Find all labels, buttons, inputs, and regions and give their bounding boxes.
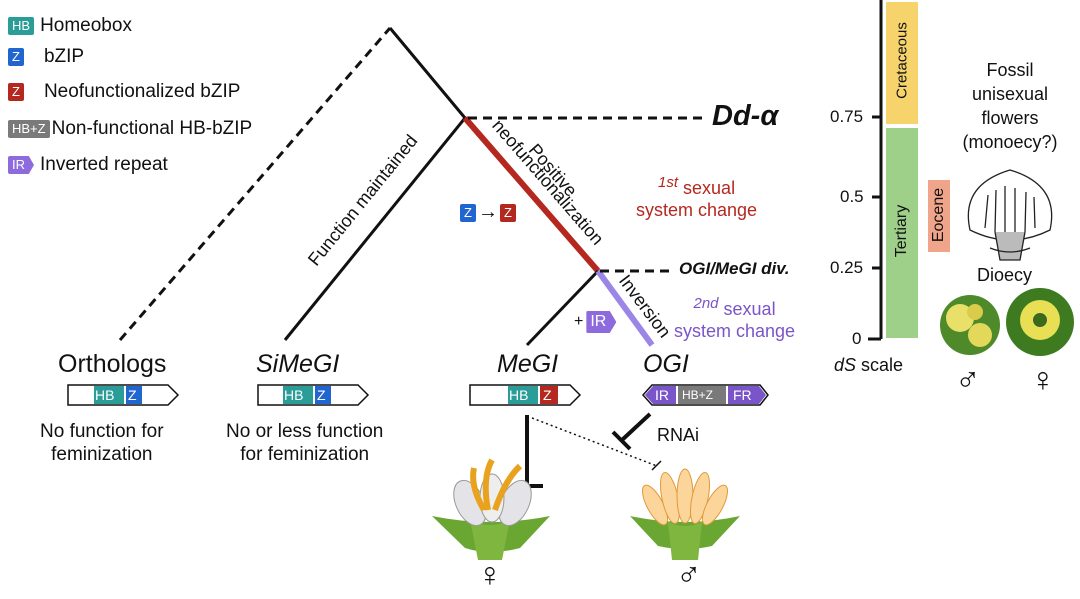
megi-label: MeGI [497,350,559,378]
gene-hb-label: HB [284,387,304,403]
rnai-repression-line [620,412,652,442]
gene-ir-label: IR [655,387,669,403]
tick-label: 0 [852,329,862,348]
ogi-branch [595,269,655,347]
gene-hbz-label: HB+Z [682,388,714,402]
female-flower-illustration [432,458,550,560]
megi-gene [469,384,582,406]
simegi-branch [283,117,467,341]
neofunctionalized-bzip-chip: Z [499,203,516,222]
bzip-chip: Z [460,203,476,222]
gene-z-label: Z [128,387,137,403]
homeobox-chip: HB [8,17,35,35]
ir-gain: + IR [574,311,622,333]
dd-alpha-label: Dd-α [712,100,779,132]
second-sexual-system-change: 2nd sexual system change [674,295,796,341]
male-symbol-icon: ♂ [955,361,981,399]
legend-bzip: Z bZIP [8,45,84,69]
hb-z-chip: HB+Z [8,120,50,138]
simegi-gene [257,384,370,406]
legend-label: Homeobox [40,15,132,36]
legend-label: bZIP [43,46,85,67]
legend-label: Inverted repeat [40,154,168,175]
eocene-label: Eocene [930,187,947,243]
tertiary-band [886,128,918,338]
gene-hb-label: HB [509,387,529,403]
ogi-label: OGI [643,350,689,378]
ir-chip: IR [586,311,617,333]
legend-non-functional-hb-bzip: HB+Z Non-functional HB-bZIP [8,117,252,141]
first-sexual-system-change: 1st sexual system change [636,174,758,220]
female-symbol-icon: ♀ [477,556,503,594]
tick-label: 0.75 [830,107,864,126]
cretaceous-band [886,2,918,124]
rnai-label: RNAi [657,425,700,445]
legend-inverted-repeat: IR Inverted repeat [8,153,168,177]
legend-label: Neofunctionalized bZIP [43,81,241,102]
fossil-flower-illustration [967,169,1053,261]
root-branch [388,27,467,119]
neofunctionalization-branch [462,116,601,273]
ir-chip: IR [8,156,34,174]
dioecy-label: Dioecy [977,265,1033,285]
ogi-gene [641,384,769,406]
orthologs-gene [67,384,180,406]
gene-fr-label: FR [733,387,752,403]
neofunctionalized-bzip-chip: Z [8,83,24,101]
legend-label: Non-functional HB-bZIP [51,118,253,139]
orthologs-branch [118,27,392,341]
z-to-z-transition: Z → Z [460,201,522,224]
gene-z-label: Z [543,387,552,403]
tertiary-label: Tertiary [893,204,910,258]
dioecy-male-flower-photo [940,295,1000,355]
tick-label: 0.25 [830,258,864,277]
male-flower-illustration [630,468,740,560]
arrow-right-icon: → [477,201,498,223]
female-symbol-icon: ♀ [1030,361,1056,399]
eocene-band [928,180,950,252]
simegi-label: SiMeGI [256,350,340,378]
tick-label: 0.5 [840,187,864,206]
orthologs-label: Orthologs [58,350,167,378]
ds-scale-label: dS scale [834,355,904,375]
cretaceous-label: Cretaceous [893,22,911,99]
legend-neofunctionalized-bzip: Z Neofunctionalized bZIP [8,80,240,104]
plus-sign: + [574,313,584,330]
gene-z-label: Z [317,387,326,403]
dioecy-female-flower-photo [1006,288,1074,356]
bzip-chip: Z [8,48,24,66]
ogi-megi-div-label: OGI/MeGI div. [679,259,790,278]
gene-hb-label: HB [95,387,115,403]
male-symbol-icon: ♂ [676,556,702,594]
megi-branch [525,269,600,347]
legend-homeobox: HB Homeobox [8,14,132,38]
megi-weak-repression-line [531,417,658,467]
